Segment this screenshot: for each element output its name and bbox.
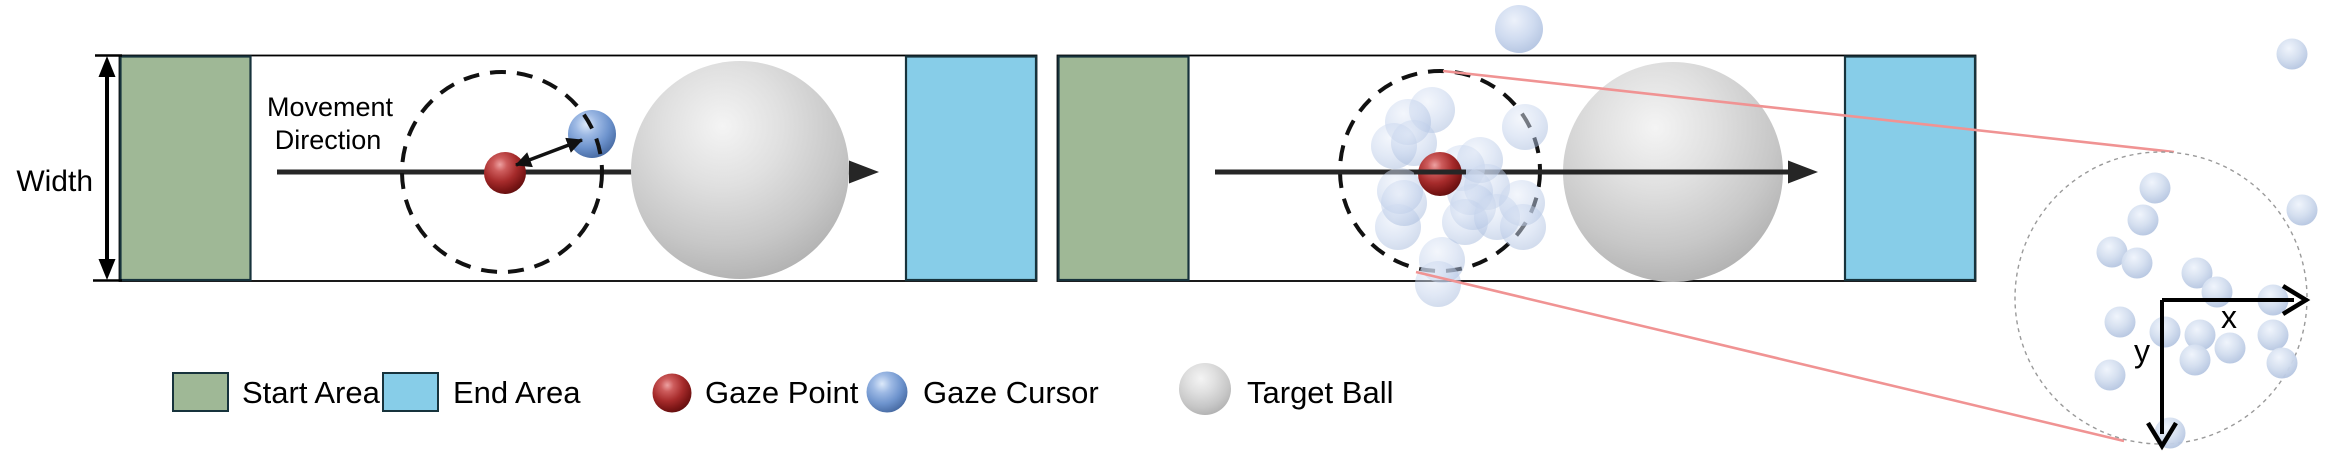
gaze-cursor-sample bbox=[2094, 359, 2126, 391]
right-panel bbox=[1056, 5, 1977, 307]
gaze-cursor-sample bbox=[2184, 319, 2216, 351]
gaze-area-circle bbox=[400, 70, 604, 274]
legend-label-target-ball: Target Ball bbox=[1247, 375, 1393, 410]
track-outline bbox=[118, 54, 1038, 282]
start-area bbox=[119, 55, 252, 282]
legend-label-gaze-point: Gaze Point bbox=[705, 375, 859, 410]
gaze-cursor-sample bbox=[2104, 306, 2136, 338]
zoom-link-line-top bbox=[1442, 69, 2175, 154]
legend-gaze-cursor-ball bbox=[866, 371, 908, 413]
movement-direction-label-line2: Direction bbox=[275, 125, 382, 155]
legend-gaze-point-ball bbox=[652, 373, 692, 413]
legend-label-gaze-cursor: Gaze Cursor bbox=[923, 375, 1099, 410]
y-axis bbox=[2146, 300, 2178, 451]
legend-label-end-area: End Area bbox=[453, 375, 581, 410]
gaze-cursor-sample bbox=[2127, 204, 2159, 236]
gaze-offset-arrow bbox=[515, 137, 583, 168]
legend-label-start-area: Start Area bbox=[242, 375, 381, 410]
width-label: Width bbox=[16, 165, 93, 198]
gaze-cursor-sample bbox=[2214, 332, 2246, 364]
gaze-point bbox=[484, 152, 526, 194]
gaze-cursor-sample bbox=[2286, 194, 2318, 226]
gaze-cursor-sample bbox=[2121, 247, 2153, 279]
gaze-cursor-sample bbox=[1391, 120, 1437, 166]
gaze-cursor-sample bbox=[2266, 347, 2298, 379]
gaze-cursor-sample bbox=[2181, 257, 2213, 289]
stray-gaze-cursor bbox=[1495, 5, 1543, 53]
x-axis-label: x bbox=[2221, 299, 2237, 335]
zoom-link-line-bottom bbox=[1415, 270, 2125, 443]
gaze-cursor-sample bbox=[1381, 180, 1427, 226]
gaze-cursor-sample bbox=[2139, 172, 2171, 204]
left-panel: Width Movement Direction bbox=[16, 54, 1038, 282]
gaze-cursor-sample bbox=[1500, 204, 1546, 250]
gaze-cursor-sample bbox=[1495, 5, 1543, 53]
y-axis-label: y bbox=[2134, 333, 2150, 369]
x-axis bbox=[2162, 284, 2311, 316]
gaze-cursor bbox=[568, 110, 616, 158]
gaze-cursor-cluster bbox=[1371, 87, 1548, 307]
width-arrow bbox=[93, 54, 122, 282]
legend: Start Area End Area Gaze Point Gaze Curs… bbox=[172, 363, 1393, 415]
zoom-scatter bbox=[2094, 38, 2318, 449]
legend-target-ball bbox=[1179, 363, 1231, 415]
gaze-cursor-sample bbox=[1502, 104, 1548, 150]
gaze-cursor-sample bbox=[2149, 316, 2181, 348]
end-area bbox=[904, 55, 1038, 282]
legend-swatch-start-area bbox=[172, 372, 229, 412]
movement-direction-label-line1: Movement bbox=[267, 92, 394, 122]
gaze-cursor-sample bbox=[2257, 319, 2289, 351]
gaze-cursor-sample bbox=[2179, 344, 2211, 376]
start-area bbox=[1057, 55, 1190, 282]
gaze-cursor-sample bbox=[2096, 236, 2128, 268]
legend-swatch-end-area bbox=[382, 372, 439, 412]
target-ball bbox=[631, 61, 849, 279]
gaze-cursor-sample bbox=[1415, 261, 1461, 307]
gaze-cursor-sample bbox=[2276, 38, 2308, 70]
zoom-inset: x y bbox=[1415, 38, 2318, 451]
end-area bbox=[1843, 55, 1977, 282]
